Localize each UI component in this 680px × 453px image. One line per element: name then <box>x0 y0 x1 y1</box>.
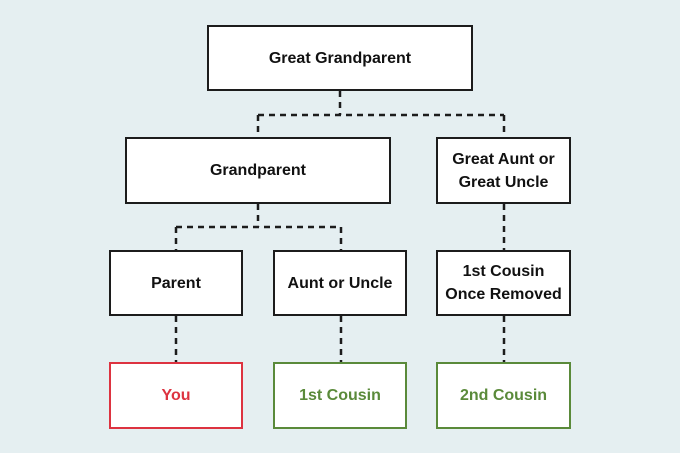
node-label: You <box>161 387 191 404</box>
node-label: Great Grandparent <box>268 49 412 67</box>
node-label: Aunt or Uncle <box>287 274 393 292</box>
node-great-aunt-or-uncle: Great Aunt or Great Uncle <box>436 137 571 204</box>
node-second-cousin: 2nd Cousin <box>436 362 571 429</box>
node-parent: Parent <box>109 250 243 316</box>
node-label: 2nd Cousin <box>459 387 548 404</box>
node-label: Grandparent <box>209 162 306 179</box>
node-great-grandparent: Great Grandparent <box>207 25 473 91</box>
node-label: Parent <box>151 274 201 292</box>
node-you: You <box>109 362 243 429</box>
node-label: 1st Cousin <box>299 387 381 404</box>
node-label: Great Aunt or Great Uncle <box>452 150 555 191</box>
node-aunt-or-uncle: Aunt or Uncle <box>273 250 407 316</box>
node-grandparent: Grandparent <box>125 137 391 204</box>
node-first-cousin: 1st Cousin <box>273 362 407 429</box>
node-label: 1st Cousin Once Removed <box>445 263 562 303</box>
node-first-cousin-once-removed: 1st Cousin Once Removed <box>436 250 571 316</box>
